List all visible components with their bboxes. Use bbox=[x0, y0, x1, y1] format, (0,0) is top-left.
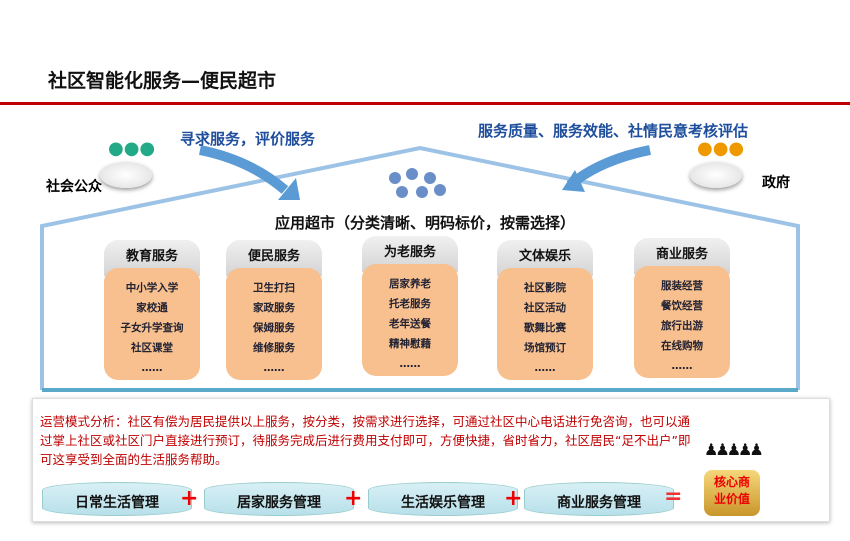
core-value-coins-icon: ♟♟♟♟♟ 核心商业价值 bbox=[704, 440, 764, 518]
gov-label: 政府 bbox=[762, 175, 790, 191]
list-item: 中小学入学 bbox=[125, 282, 179, 294]
list-item: …… bbox=[671, 360, 693, 372]
list-item: …… bbox=[263, 362, 285, 374]
list-item: 家校通 bbox=[136, 302, 168, 314]
list-item: …… bbox=[399, 358, 421, 370]
gov-figures-icon: ●●● bbox=[697, 138, 745, 159]
list-item: 社区课堂 bbox=[131, 342, 173, 354]
right-arrow bbox=[566, 145, 651, 189]
list-item: 老年送餐 bbox=[389, 318, 431, 330]
operation-panel bbox=[32, 398, 830, 522]
formula-term: 日常生活管理 bbox=[42, 482, 192, 516]
list-item: 保姆服务 bbox=[253, 322, 295, 334]
plus-icon: + bbox=[504, 486, 523, 511]
left-arrow bbox=[199, 145, 289, 194]
list-item: 社区活动 bbox=[524, 302, 566, 314]
category-items: 服装经营餐饮经营旅行出游在线购物 …… bbox=[634, 266, 730, 378]
market-title: 应用超市（分类清晰、明码标价，按需选择） bbox=[274, 214, 575, 232]
operation-text: 运营模式分析：社区有偿为居民提供以上服务，按分类，按需求进行选择，可通过社区中心… bbox=[40, 414, 691, 467]
category-items: 中小学入学家校通子女升学查询社区课堂 …… bbox=[104, 268, 200, 380]
right-flow-label: 服务质量、服务效能、社情民意考核评估 bbox=[478, 122, 749, 140]
public-people-icon bbox=[100, 162, 152, 188]
formula-term: 商业服务管理 bbox=[524, 482, 674, 516]
category-items: 社区影院社区活动歌舞比赛场馆预订 …… bbox=[497, 268, 593, 380]
category-items: 居家养老托老服务老年送餐精神慰藉 …… bbox=[362, 264, 458, 376]
plus-icon: + bbox=[180, 486, 199, 511]
list-item: 居家养老 bbox=[389, 278, 431, 290]
public-label: 社会公众 bbox=[46, 179, 102, 195]
category-education: 教育服务 中小学入学家校通子女升学查询社区课堂…… bbox=[104, 240, 200, 380]
list-item: 餐饮经营 bbox=[661, 300, 703, 312]
people-cluster-icon bbox=[389, 168, 446, 198]
core-value-label: 核心商业价值 bbox=[704, 470, 760, 516]
plus-icon: + bbox=[344, 486, 363, 511]
category-items: 卫生打扫家政服务保姆服务维修服务 …… bbox=[226, 268, 322, 380]
list-item: 家政服务 bbox=[253, 302, 295, 314]
formula-term: 居家服务管理 bbox=[204, 482, 354, 516]
category-convenience: 便民服务 卫生打扫家政服务保姆服务维修服务…… bbox=[226, 240, 322, 380]
equals-icon: = bbox=[664, 484, 683, 509]
people-figures-icon: ●●● bbox=[108, 138, 156, 159]
title-divider bbox=[0, 102, 850, 105]
page-title: 社区智能化服务—便民超市 bbox=[48, 70, 277, 92]
list-item: …… bbox=[141, 362, 163, 374]
list-item: 精神慰藉 bbox=[389, 338, 431, 350]
category-entertainment: 文体娱乐 社区影院社区活动歌舞比赛场馆预订…… bbox=[497, 240, 593, 380]
list-item: 旅行出游 bbox=[661, 320, 703, 332]
formula-term: 生活娱乐管理 bbox=[368, 482, 518, 516]
list-item: 社区影院 bbox=[524, 282, 566, 294]
left-flow-label: 寻求服务，评价服务 bbox=[180, 130, 316, 148]
list-item: 服装经营 bbox=[661, 280, 703, 292]
gov-people-icon bbox=[690, 162, 742, 188]
list-item: …… bbox=[534, 362, 556, 374]
list-item: 子女升学查询 bbox=[120, 322, 184, 334]
list-item: 歌舞比赛 bbox=[524, 322, 566, 334]
list-item: 托老服务 bbox=[389, 298, 431, 310]
list-item: 维修服务 bbox=[253, 342, 295, 354]
list-item: 场馆预订 bbox=[524, 342, 566, 354]
category-elderly: 为老服务 居家养老托老服务老年送餐精神慰藉…… bbox=[362, 236, 458, 376]
category-commerce: 商业服务 服装经营餐饮经营旅行出游在线购物…… bbox=[634, 238, 730, 378]
list-item: 卫生打扫 bbox=[253, 282, 295, 294]
list-item: 在线购物 bbox=[661, 340, 703, 352]
